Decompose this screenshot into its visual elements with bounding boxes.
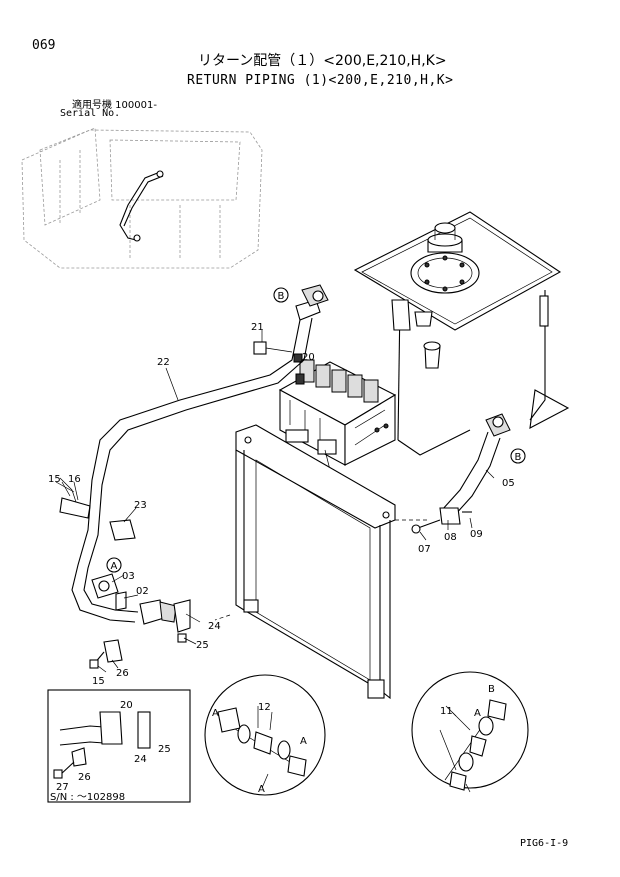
callout-24: 24 <box>208 621 221 632</box>
connector-b-detail: B <box>488 684 495 695</box>
callout-21: 21 <box>251 322 264 333</box>
connector-a-detail-1: A <box>212 708 219 719</box>
hydraulic-tank <box>353 211 570 456</box>
callout-22: 22 <box>157 357 170 368</box>
callout-25-inset: 25 <box>158 744 171 755</box>
clamp-03-02 <box>91 573 127 611</box>
callout-20: 20 <box>302 352 315 363</box>
page-title-japanese: リターン配管（１）<200,E,210,H,K> <box>198 53 447 69</box>
leader-lines <box>61 330 495 793</box>
callout-26: 26 <box>116 668 129 679</box>
page-title-english: RETURN PIPING (1)<200,E,210,H,K> <box>187 73 454 88</box>
callout-16: 16 <box>68 474 81 485</box>
control-valve <box>278 359 397 471</box>
connector-a-left: A <box>111 561 118 572</box>
callout-20-inset: 20 <box>120 700 133 711</box>
callout-05: 05 <box>502 478 515 489</box>
callout-24-inset: 24 <box>134 754 147 765</box>
callout-12: 12 <box>258 702 271 713</box>
serial-number-label: Serial No. <box>60 108 121 119</box>
page-reference: PIG6-I-9 <box>520 838 569 849</box>
callout-25: 25 <box>196 640 209 651</box>
callout-02: 02 <box>136 586 149 597</box>
machine-overview-illustration <box>21 127 263 269</box>
callout-23: 23 <box>134 500 147 511</box>
callout-09: 09 <box>470 529 483 540</box>
callout-15: 15 <box>48 474 61 485</box>
return-hose-22 <box>71 284 329 625</box>
inset-serial-note: S/N : ～102898 <box>50 792 125 803</box>
detail-view-a <box>204 674 326 796</box>
callout-26-inset: 26 <box>78 772 91 783</box>
page-number: 069 <box>32 38 56 53</box>
callout-15-lower: 15 <box>92 676 105 687</box>
connector-markers: B B A A A A A B <box>106 287 526 795</box>
detail-view-b <box>411 671 529 791</box>
callout-11: 11 <box>440 706 453 717</box>
fittings-20-21 <box>253 341 303 363</box>
connector-b-top: B <box>278 291 285 302</box>
connector-a-detail-2: A <box>300 736 307 747</box>
return-hose-05 <box>411 413 511 534</box>
oil-cooler <box>214 424 430 700</box>
callout-03: 03 <box>122 571 135 582</box>
brackets-left <box>55 477 191 669</box>
callout-27-inset: 27 <box>56 782 69 793</box>
detail-a-label: A <box>258 784 265 795</box>
callout-08: 08 <box>444 532 457 543</box>
inset-box <box>47 689 191 803</box>
callout-07: 07 <box>418 544 431 555</box>
serial-applicable-label: 適用号機 100001- <box>72 100 157 111</box>
connector-a-detail-b-1: A <box>474 708 481 719</box>
connector-b-right: B <box>515 452 522 463</box>
